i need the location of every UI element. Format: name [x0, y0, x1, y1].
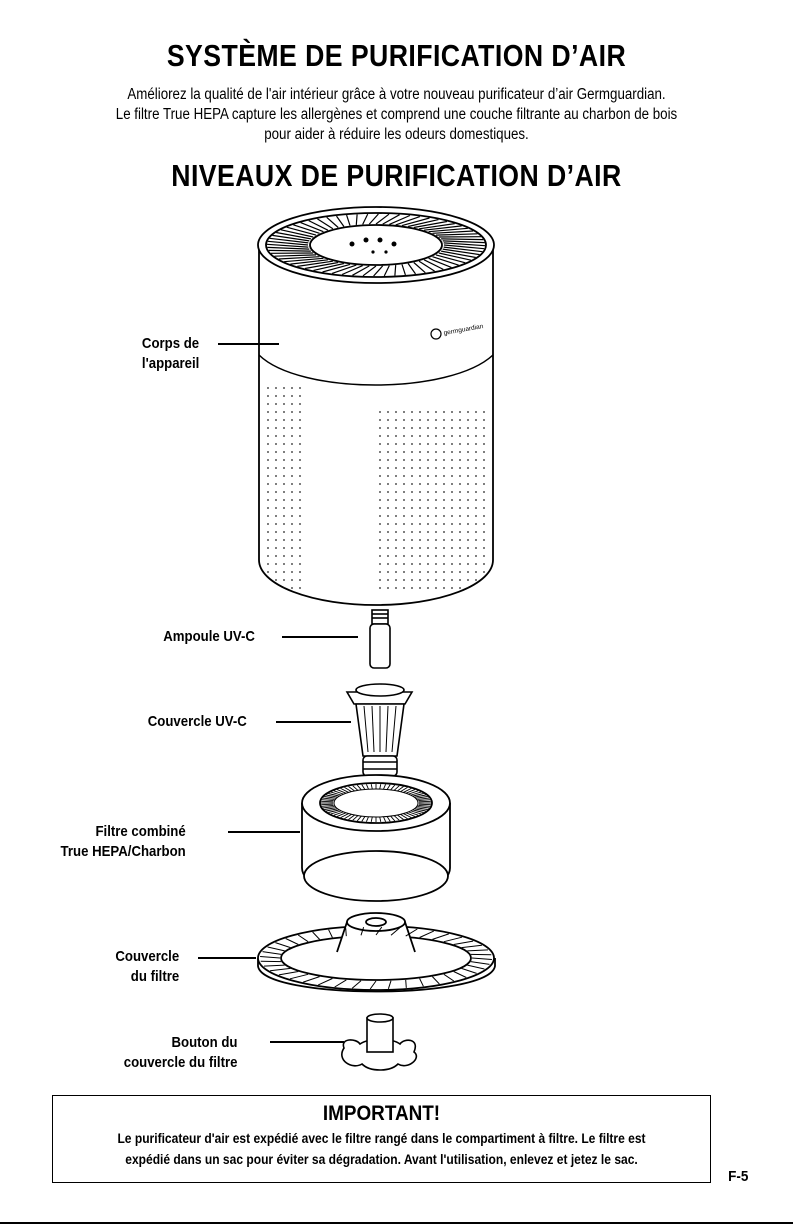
label-filter: Filtre combiné True HEPA/Charbon: [60, 823, 186, 860]
leader-filter: [228, 831, 300, 833]
filter-pleats: [321, 784, 431, 822]
label-body: Corps de l'appareil: [141, 335, 200, 372]
bottom-rule: [0, 1222, 793, 1224]
cover-ribs: [260, 926, 492, 990]
uv-cover: [345, 683, 414, 777]
important-heading: IMPORTANT!: [322, 1102, 441, 1125]
important-text: Le purificateur d'air est expédié avec l…: [117, 1130, 646, 1167]
label-filter-cover: Couvercle du filtre: [115, 948, 180, 985]
page-title: SYSTÈME DE PURIFICATION D’AIR: [166, 38, 627, 73]
control-panel: [349, 237, 397, 254]
top-vent-slats: [266, 213, 486, 277]
label-uv-bulb: Ampoule UV-C: [163, 628, 255, 645]
leader-filter-knob: [270, 1041, 344, 1043]
label-uv-cover: Couvercle UV-C: [147, 713, 247, 730]
section-title: NIVEAUX DE PURIFICATION D’AIR: [171, 158, 622, 193]
leader-uv-bulb: [282, 636, 358, 638]
hepa-filter: [301, 774, 451, 902]
important-notice: IMPORTANT! Le purificateur d'air est exp…: [52, 1095, 711, 1183]
intro-line-2: Le filtre True HEPA capture les allergèn…: [115, 106, 678, 123]
intro-paragraph: Améliorez la qualité de l'air intérieur …: [73, 85, 721, 145]
intro-line-1: Améliorez la qualité de l'air intérieur …: [127, 86, 666, 103]
uv-bulb: [369, 609, 391, 669]
filter-cover: [257, 912, 496, 993]
intro-line-3: pour aider à réduire les odeurs domestiq…: [264, 126, 529, 143]
filter-knob: [341, 1013, 418, 1071]
leader-body: [218, 343, 279, 345]
label-filter-knob: Bouton du couvercle du filtre: [123, 1034, 238, 1071]
page-number: F-5: [728, 1168, 749, 1185]
leader-filter-cover: [198, 957, 256, 959]
leader-uv-cover: [276, 721, 351, 723]
